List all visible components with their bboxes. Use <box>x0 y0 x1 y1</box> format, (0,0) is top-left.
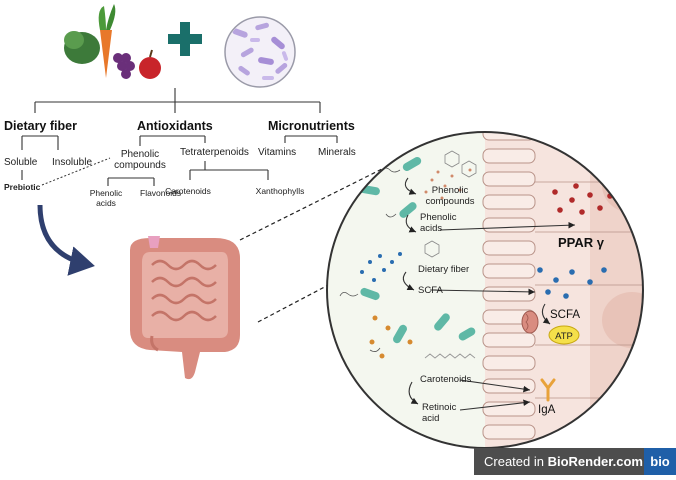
dietary-fiber-circle-label: Dietary fiber <box>418 264 469 275</box>
text-line: compounds <box>425 196 474 207</box>
text-line: Phenolic <box>432 185 469 196</box>
text-line: compounds <box>114 160 166 171</box>
pathway-arrows <box>402 177 576 411</box>
category-tree-lines <box>21 88 338 186</box>
plus-icon <box>168 22 202 56</box>
biorender-logo: bio <box>644 448 676 475</box>
watermark-brand: BioRender.com <box>547 454 643 469</box>
text-line: acid <box>422 413 439 424</box>
category-antioxidants: Antioxidants <box>137 119 213 133</box>
text-line: Retinoic <box>422 402 457 413</box>
watermark-prefix: Created in <box>484 454 548 469</box>
bacteria-dish-icon <box>224 16 296 88</box>
vitamins-label: Vitamins <box>258 147 296 158</box>
fiber-soluble: Soluble <box>4 157 38 168</box>
minerals-label: Minerals <box>318 147 356 158</box>
iga-label: IgA <box>538 404 556 416</box>
fiber-insoluble: Insoluble <box>52 157 92 168</box>
watermark-text: Created in BioRender.com <box>474 454 643 469</box>
intestine-icon <box>130 236 240 380</box>
text-line: acids <box>96 198 116 208</box>
flavonoids-label: Flavonoids <box>140 188 181 198</box>
text-line: Phenolic <box>420 212 457 223</box>
zoom-line-top <box>239 139 441 241</box>
carotenoids-circle-label: Carotenoids <box>420 374 471 385</box>
category-dietary-fiber: Dietary fiber <box>4 119 77 133</box>
category-micronutrients: Micronutrients <box>268 119 355 133</box>
ppar-gamma-label: PPAR γ <box>558 235 605 250</box>
vegetables-fruits-icon <box>64 4 161 79</box>
text-line: Phenolic <box>121 149 159 160</box>
curved-arrow <box>37 204 95 276</box>
carotenoids-tree-label: Carotenoids <box>165 186 211 196</box>
scfa-cell-label: SCFA <box>550 309 580 321</box>
prebiotic-label: Prebiotic <box>4 182 41 192</box>
atp-label: ATP <box>555 331 573 342</box>
text-line: acids <box>420 223 442 234</box>
biorender-watermark: Created in BioRender.com bio <box>474 448 676 475</box>
xanthophylls-label: Xanthophylls <box>256 186 305 196</box>
tetraterpenoids-label: Tetraterpenoids <box>180 147 249 158</box>
text-line: Phenolic <box>90 188 123 198</box>
scfa-lumen-label: SCFA <box>418 285 443 296</box>
